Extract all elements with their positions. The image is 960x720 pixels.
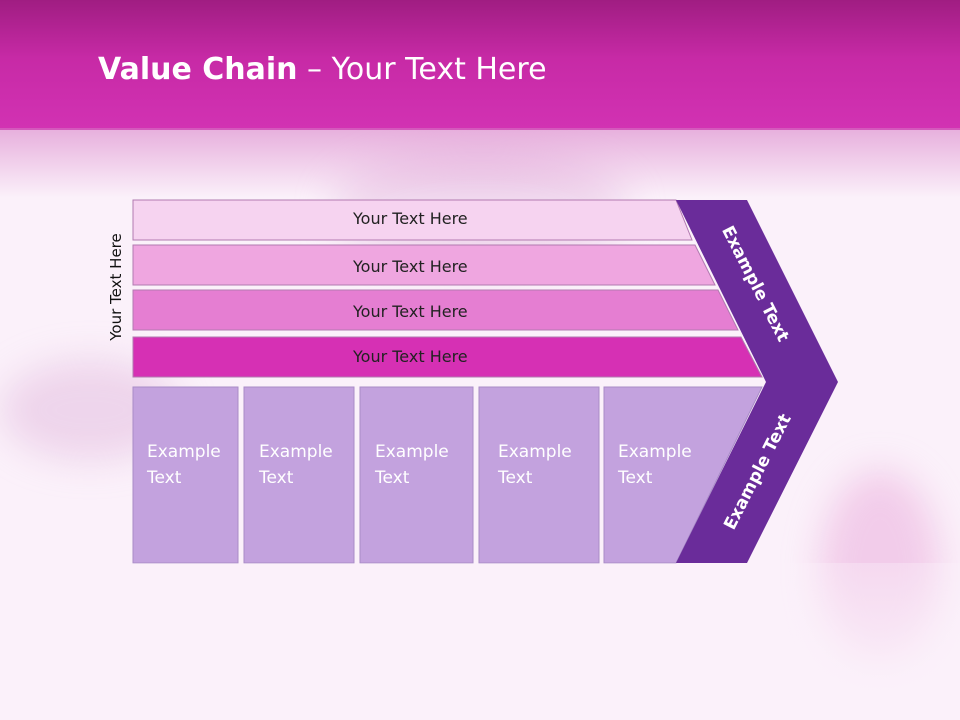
title-rest: – Your Text Here	[297, 52, 547, 87]
row-label-4: Your Text Here	[353, 347, 468, 366]
box-line-1: Example	[259, 442, 333, 462]
box-line-2: Text	[259, 468, 294, 488]
box-line-2: Text	[618, 468, 653, 488]
row-label-3: Your Text Here	[353, 302, 468, 321]
page-title: Value Chain – Your Text Here	[98, 52, 547, 87]
box-line-1: Example	[618, 442, 692, 462]
title-bold: Value Chain	[98, 52, 298, 87]
activity-box-4	[478, 386, 600, 564]
row-bar-2	[132, 244, 716, 286]
box-line-1: Example	[147, 442, 221, 462]
row-label-1: Your Text Here	[353, 209, 468, 228]
box-line-2: Text	[498, 468, 533, 488]
row-bar-4	[132, 336, 763, 378]
header-band	[0, 0, 960, 130]
row-bar-1	[132, 199, 693, 241]
header-fade	[0, 128, 960, 198]
row-bar-3	[132, 289, 739, 331]
box-line-2: Text	[375, 468, 410, 488]
chevron-arrow	[676, 200, 838, 563]
activity-box-2	[243, 386, 355, 564]
box-line-2: Text	[147, 468, 182, 488]
activity-box-3	[359, 386, 474, 564]
box-line-1: Example	[498, 442, 572, 462]
activity-box-1	[132, 386, 239, 564]
reflection-fade	[0, 563, 960, 713]
box-line-1: Example	[375, 442, 449, 462]
row-label-2: Your Text Here	[353, 257, 468, 276]
side-label: Your Text Here	[107, 233, 125, 341]
